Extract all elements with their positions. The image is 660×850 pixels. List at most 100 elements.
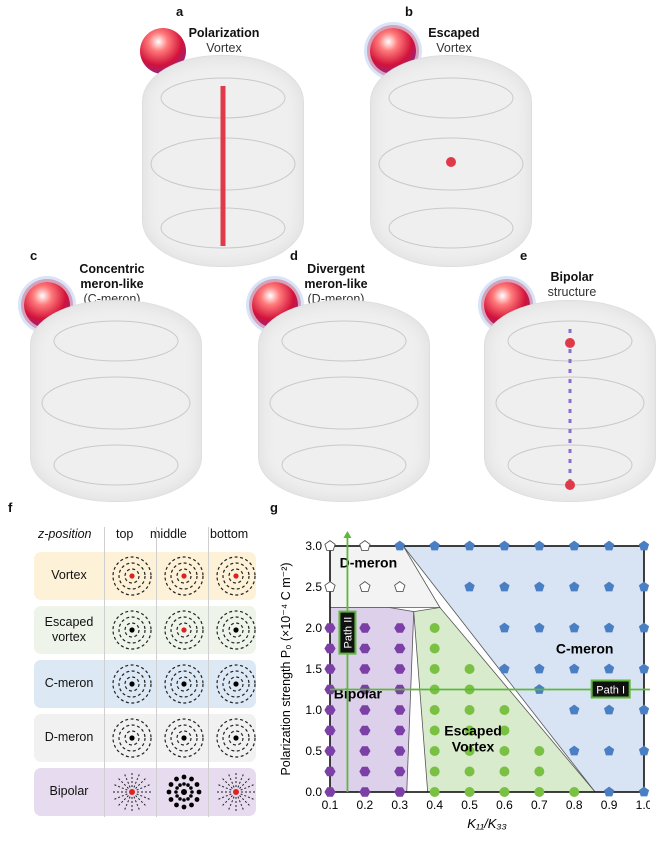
data-point <box>499 766 510 777</box>
texture-pattern-icon <box>164 718 204 758</box>
texture-pattern-icon <box>164 610 204 650</box>
y-tick-label: 1.0 <box>305 703 322 717</box>
data-point <box>324 664 336 674</box>
data-point <box>394 643 406 654</box>
data-point <box>604 745 615 756</box>
data-point <box>359 623 371 633</box>
texture-pattern-icon <box>216 556 256 596</box>
x-tick-label: 0.3 <box>391 798 408 812</box>
arrow-field-e <box>495 320 645 490</box>
data-point <box>604 581 615 592</box>
structure-capsule-a <box>142 55 304 267</box>
panel-label-d: d <box>290 248 298 263</box>
column-middle: middle <box>150 527 187 541</box>
data-point <box>429 664 440 674</box>
data-point <box>464 705 475 715</box>
data-point <box>429 643 440 654</box>
texture-row-name: Escaped vortex <box>44 615 94 644</box>
panel-label-e: e <box>520 248 528 263</box>
panel-e-title: Bipolar structure <box>547 270 597 299</box>
texture-row: C-meron <box>34 660 256 708</box>
data-point <box>394 664 406 674</box>
y-tick-label: 0.5 <box>305 744 322 758</box>
panel-a-title: Polarization Vortex <box>188 26 260 55</box>
panel-label-c: c <box>30 248 38 263</box>
texture-row: Escaped vortex <box>34 606 256 654</box>
structure-capsule-b <box>370 55 532 267</box>
x-tick-label: 0.9 <box>601 798 618 812</box>
y-tick-label: 3.0 <box>305 539 322 553</box>
data-point <box>324 725 336 736</box>
x-tick-label: 0.1 <box>322 798 339 812</box>
texture-row: Bipolar <box>34 768 256 816</box>
texture-pattern-icon <box>216 772 256 812</box>
column-divider <box>208 527 209 817</box>
data-point <box>359 766 371 777</box>
region-label: C-meron <box>556 641 614 657</box>
y-axis-label: Polarization strength P₀ (×10⁻⁴ C m⁻²) <box>279 562 293 775</box>
data-point <box>429 705 440 715</box>
texture-row-name: C-meron <box>44 676 94 690</box>
x-axis-label: K₁₁/K₃₃ <box>467 816 506 831</box>
data-point <box>638 622 650 633</box>
x-tick-label: 0.6 <box>496 798 513 812</box>
data-point <box>569 663 580 674</box>
data-point <box>429 623 440 633</box>
structure-capsule-d <box>258 300 430 502</box>
data-point <box>534 787 545 797</box>
data-point <box>324 766 336 777</box>
data-point <box>569 622 580 633</box>
data-point <box>359 643 371 654</box>
data-point <box>499 705 510 715</box>
data-point <box>569 540 580 551</box>
data-point <box>604 540 615 551</box>
data-point <box>324 540 336 551</box>
y-tick-label: 0.0 <box>305 785 322 799</box>
data-point <box>638 704 650 715</box>
region-label: Vortex <box>452 739 495 755</box>
data-point <box>569 581 580 592</box>
data-point <box>394 746 406 756</box>
data-point <box>394 725 406 736</box>
data-point <box>394 705 406 715</box>
x-tick-label: 0.2 <box>357 798 374 812</box>
panel-label-g: g <box>270 500 278 515</box>
panel-label-a: a <box>176 4 184 19</box>
data-point <box>638 786 650 797</box>
data-point <box>464 787 475 797</box>
data-point <box>324 623 336 633</box>
data-point <box>359 746 371 756</box>
data-point <box>464 540 475 551</box>
x-tick-label: 0.8 <box>566 798 583 812</box>
data-point <box>464 746 475 756</box>
column-bottom: bottom <box>210 527 249 541</box>
x-tick-label: 0.7 <box>531 798 548 812</box>
data-point <box>464 664 475 674</box>
texture-row: Vortex <box>34 552 256 600</box>
data-point <box>499 746 510 756</box>
data-point <box>604 622 615 633</box>
texture-pattern-icon <box>216 718 256 758</box>
data-point <box>499 581 510 592</box>
data-point <box>324 643 336 654</box>
column-divider <box>104 527 105 817</box>
data-point <box>324 705 336 715</box>
data-point <box>324 746 336 756</box>
y-tick-label: 2.0 <box>305 621 322 635</box>
data-point <box>394 623 406 633</box>
texture-pattern-icon <box>112 664 152 704</box>
data-point <box>429 725 440 736</box>
data-point <box>359 787 371 797</box>
data-point <box>464 581 475 592</box>
path-arrow <box>343 531 352 538</box>
data-point <box>394 787 406 797</box>
column-top: top <box>116 527 134 541</box>
panel-b-title: Escaped Vortex <box>428 26 480 55</box>
data-point <box>499 540 510 551</box>
texture-row-name: Vortex <box>51 568 87 582</box>
texture-pattern-icon <box>216 664 256 704</box>
data-point <box>638 540 650 551</box>
texture-pattern-icon <box>112 772 152 812</box>
data-point <box>394 540 405 551</box>
data-point <box>534 581 545 592</box>
